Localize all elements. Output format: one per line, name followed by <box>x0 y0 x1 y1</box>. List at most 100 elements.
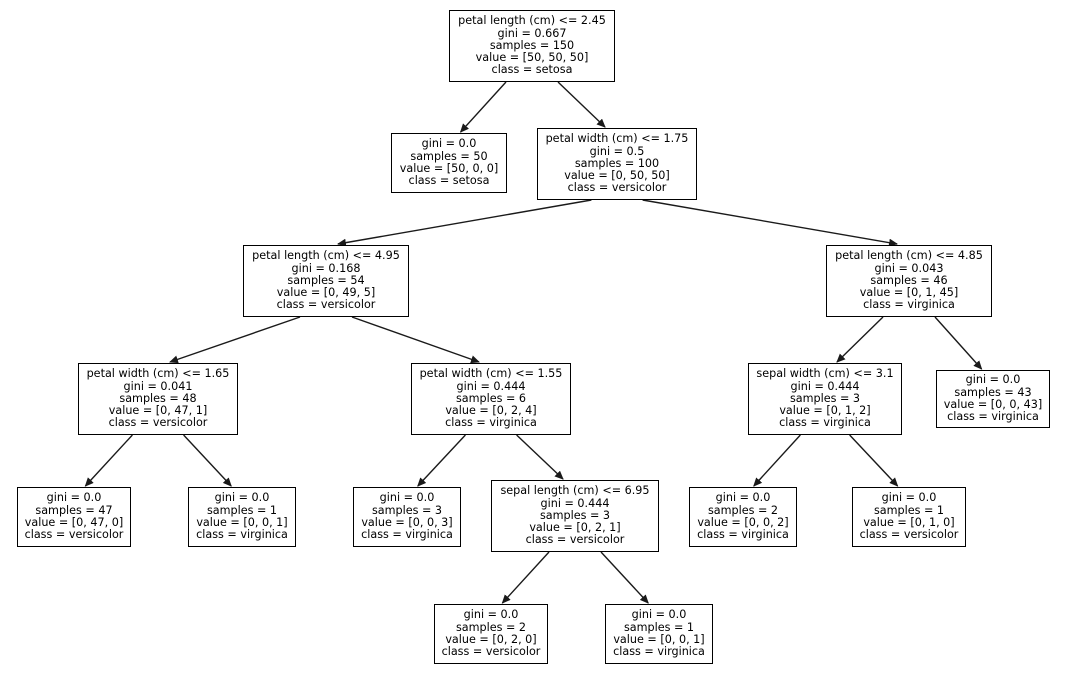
node-text-line: gini = 0.0 <box>965 373 1021 387</box>
node-text-line: class = virginica <box>196 528 288 542</box>
tree-edge-n12-n15 <box>501 551 550 604</box>
node-text-line: gini = 0.0 <box>715 491 771 505</box>
node-text-line: class = versicolor <box>24 528 124 542</box>
node-text-line: gini = 0.667 <box>497 26 567 40</box>
tree-edge-n12-n16 <box>600 551 649 604</box>
tree-edge-n0-n2 <box>557 81 606 128</box>
node-text-line: class = virginica <box>779 416 871 430</box>
tree-edge-n4-n8 <box>934 316 983 370</box>
node-text-line: value = [0, 0, 1] <box>196 516 288 529</box>
tree-edge-n7-n14 <box>849 434 899 487</box>
node-text-line: samples = 3 <box>371 503 443 517</box>
node-text-line: petal length (cm) <= 4.85 <box>835 249 983 263</box>
node-text-line: value = [0, 0, 43] <box>943 398 1043 411</box>
node-text-line: petal width (cm) <= 1.75 <box>545 132 689 146</box>
node-text-line: samples = 150 <box>489 38 575 52</box>
node-text-line: value = [0, 50, 50] <box>564 169 670 183</box>
node-text-line: samples = 6 <box>455 391 527 405</box>
node-text-line: class = virginica <box>361 528 453 542</box>
node-text-line: class = setosa <box>491 63 573 77</box>
node-text-line: value = [0, 1, 0] <box>863 516 955 529</box>
node-text-line: value = [0, 0, 3] <box>361 516 453 529</box>
node-text-line: gini = 0.0 <box>46 491 102 505</box>
node-text-line: class = versicolor <box>441 645 541 659</box>
node-text-line: samples = 43 <box>954 385 1032 399</box>
node-text-line: class = virginica <box>947 410 1039 424</box>
node-text-line: samples = 3 <box>789 391 861 405</box>
node-text-line: class = virginica <box>697 528 789 542</box>
node-text-line: samples = 1 <box>623 620 695 634</box>
node-text-line: value = [50, 0, 0] <box>399 162 499 175</box>
tree-edge-n5-n10 <box>183 434 232 487</box>
node-text-line: petal length (cm) <= 2.45 <box>458 14 606 28</box>
node-text-line: class = virginica <box>863 298 955 312</box>
node-text-line: gini = 0.0 <box>379 491 435 505</box>
node-text-line: gini = 0.0 <box>881 491 937 505</box>
node-text-line: samples = 2 <box>455 620 527 634</box>
node-text-line: samples = 47 <box>35 503 113 517</box>
node-text-line: samples = 50 <box>410 149 488 163</box>
node-text-line: gini = 0.043 <box>874 261 944 275</box>
node-text-line: value = [0, 2, 4] <box>445 404 537 418</box>
node-text-line: value = [0, 49, 5] <box>276 286 376 300</box>
node-text-line: class = versicolor <box>108 416 208 430</box>
tree-edge-n5-n9 <box>84 434 133 487</box>
node-text-line: class = versicolor <box>525 533 625 547</box>
node-text-line: value = [0, 47, 0] <box>24 516 124 529</box>
tree-edge-n3-n6 <box>351 316 480 364</box>
node-text-line: samples = 1 <box>873 503 945 517</box>
node-text-line: class = versicolor <box>859 528 959 542</box>
node-text-line: samples = 1 <box>206 503 278 517</box>
node-text-line: gini = 0.444 <box>456 379 526 393</box>
node-text-line: value = [0, 1, 2] <box>779 404 871 418</box>
node-text-line: gini = 0.168 <box>291 261 361 275</box>
node-text-line: value = [0, 0, 2] <box>697 516 789 529</box>
node-text-line: class = versicolor <box>276 298 376 312</box>
node-text-line: gini = 0.444 <box>790 379 860 393</box>
tree-edge-n0-n1 <box>459 81 507 133</box>
node-text-line: gini = 0.0 <box>421 137 477 151</box>
node-text-line: value = [0, 0, 1] <box>613 633 705 646</box>
node-text-line: value = [0, 2, 1] <box>529 521 621 535</box>
node-text-line: gini = 0.444 <box>540 496 610 510</box>
tree-edge-n7-n13 <box>753 434 801 487</box>
node-text-line: gini = 0.0 <box>463 608 519 622</box>
node-text-line: sepal width (cm) <= 3.1 <box>756 367 894 381</box>
node-text-line: class = versicolor <box>567 181 667 195</box>
node-text-line: samples = 2 <box>707 503 779 517</box>
node-text-line: value = [0, 47, 1] <box>108 404 208 418</box>
node-text-line: samples = 46 <box>870 273 948 287</box>
node-text-line: petal width (cm) <= 1.65 <box>86 367 230 381</box>
node-text-line: value = [50, 50, 50] <box>475 51 589 65</box>
node-text-line: samples = 100 <box>574 156 660 170</box>
tree-edge-n6-n12 <box>516 434 564 480</box>
node-text-line: petal length (cm) <= 4.95 <box>252 249 400 263</box>
node-text-line: sepal length (cm) <= 6.95 <box>500 484 650 498</box>
node-text-line: gini = 0.0 <box>631 608 687 622</box>
node-text-line: samples = 54 <box>287 273 365 287</box>
node-text-line: gini = 0.0 <box>214 491 270 505</box>
node-text-line: value = [0, 2, 0] <box>445 633 537 646</box>
tree-edge-n2-n3 <box>337 199 592 247</box>
tree-edge-n2-n4 <box>642 199 898 247</box>
tree-edge-n3-n5 <box>169 316 301 364</box>
tree-edge-n4-n7 <box>836 316 884 363</box>
node-text-line: samples = 48 <box>119 391 197 405</box>
node-text-line: gini = 0.041 <box>123 379 193 393</box>
